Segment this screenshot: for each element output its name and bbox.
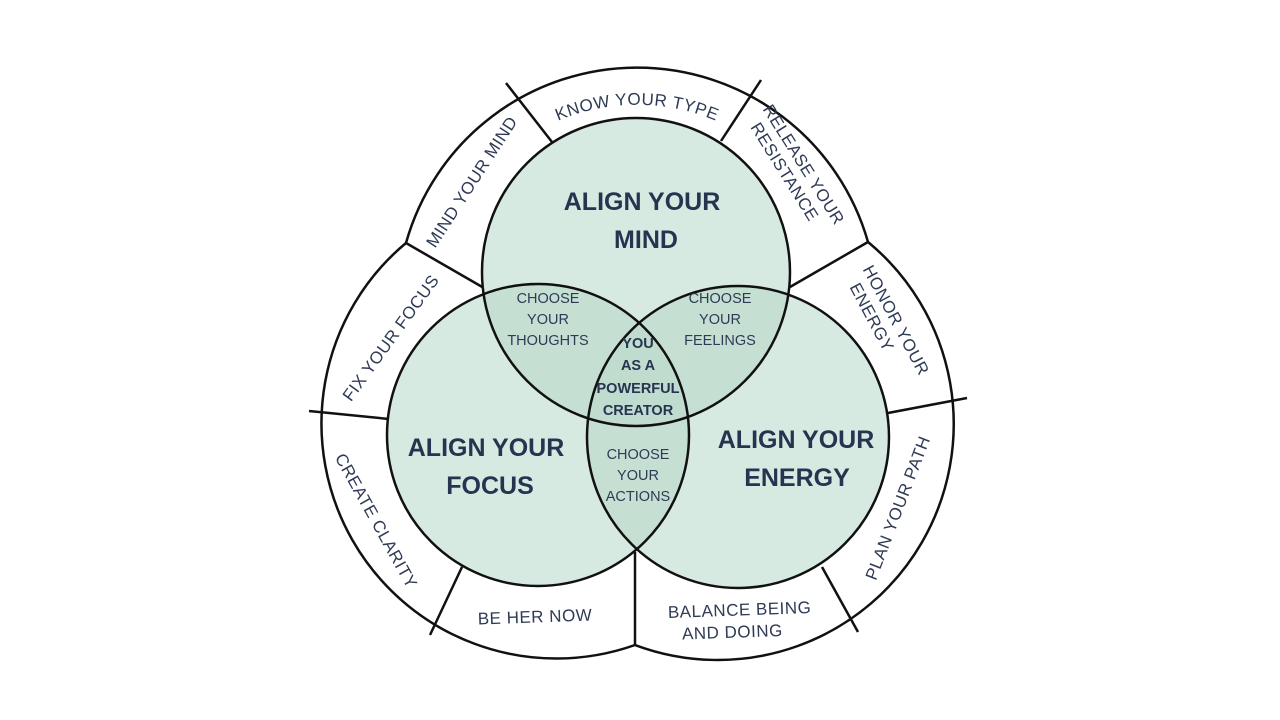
divider (719, 79, 763, 142)
segment-dividers (308, 79, 968, 645)
label-align-focus-1: ALIGN YOUR (408, 434, 565, 462)
circle-outline (480, 116, 792, 428)
label-center-3: POWERFUL (597, 381, 680, 397)
divider (887, 396, 968, 415)
label-align-mind-2: MIND (614, 226, 678, 254)
divider (789, 240, 869, 289)
label-center-1: YOU (622, 336, 653, 352)
label-thoughts-2: YOUR (527, 312, 569, 328)
label-feelings-1: CHOOSE (689, 291, 752, 307)
label-feelings-3: FEELINGS (684, 333, 756, 349)
label-thoughts-1: CHOOSE (517, 291, 580, 307)
label-actions-2: YOUR (617, 468, 659, 484)
divider (820, 566, 860, 633)
label-align-energy-2: ENERGY (744, 464, 850, 492)
divider (308, 409, 390, 421)
label-center-4: CREATOR (603, 403, 674, 419)
overlap-center (587, 286, 689, 426)
label-align-mind-1: ALIGN YOUR (564, 188, 721, 216)
label-thoughts-3: THOUGHTS (507, 333, 588, 349)
label-center-2: AS A (621, 358, 656, 374)
label-actions-3: ACTIONS (606, 489, 670, 505)
circle-outline (385, 282, 691, 588)
label-feelings-2: YOUR (699, 312, 741, 328)
label-align-energy-1: ALIGN YOUR (718, 426, 875, 454)
ring-balance-being-and-doing-2: AND DOING (682, 621, 783, 644)
divider (428, 566, 464, 636)
label-align-focus-2: FOCUS (446, 472, 534, 500)
label-actions-1: CHOOSE (607, 447, 670, 463)
ring-balance-being-and-doing-1: BALANCE BEING (668, 598, 812, 622)
circle-outline (585, 284, 891, 590)
divider (405, 241, 485, 290)
divider (505, 82, 553, 143)
ring-be-her-now: BE HER NOW (477, 606, 592, 629)
